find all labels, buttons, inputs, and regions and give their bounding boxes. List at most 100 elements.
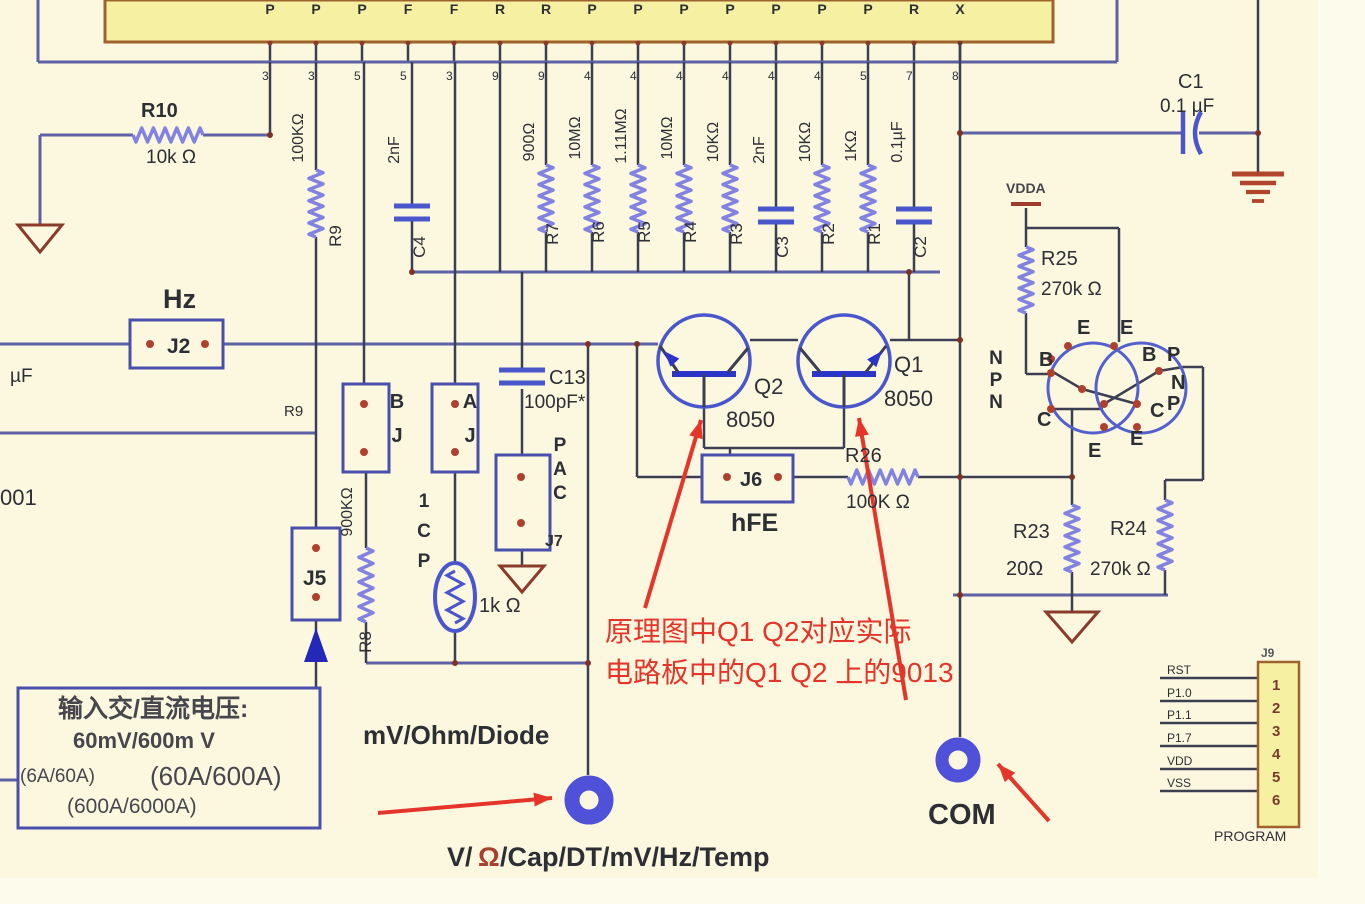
label-jumper-bj: J (391, 425, 402, 447)
note-line1: 输入交/直流电压: (58, 694, 248, 723)
des-r1: R1 (865, 223, 884, 245)
ic-pin-dot (313, 40, 319, 46)
value-c13: 100pF* (524, 392, 586, 413)
note-line4: (600A/6000A) (67, 795, 197, 818)
ground-r10 (14, 223, 66, 255)
ic-pin-dot (405, 40, 411, 46)
ic-pin-number: 3 (446, 69, 453, 83)
label-r24: R24 (1110, 518, 1147, 540)
value-r6: 10MΩ (567, 116, 584, 159)
label-r23: R23 (1013, 521, 1050, 543)
contact-dot (517, 519, 525, 527)
junction-dot (267, 132, 273, 138)
annotation-arrow-q2 (643, 419, 703, 609)
contact-dot (360, 400, 368, 408)
value-r9: 100KΩ (290, 113, 307, 162)
ic-pin-dot (267, 40, 273, 46)
des-r2: R2 (819, 223, 838, 245)
contact-dot (723, 473, 731, 481)
label-cap-function: A (553, 459, 567, 480)
ic-pin-number: 8 (952, 69, 959, 83)
des-r4: R4 (681, 221, 700, 243)
jumper-aj (430, 382, 480, 474)
j9-pin-number: 5 (1272, 769, 1280, 786)
des-r9: R9 (326, 225, 345, 247)
ic-pin-dot (497, 40, 503, 46)
contact-dot (1133, 423, 1141, 431)
note-line3b: (60A/600A) (150, 761, 282, 791)
resistor-r23 (1063, 503, 1081, 574)
capacitor-c1 (1192, 110, 1203, 156)
label-jumper-aj: A (463, 391, 477, 413)
value-r4: 10MΩ (659, 116, 676, 159)
des-c2: C2 (911, 236, 930, 258)
ic-pin-dot (589, 40, 595, 46)
resistor-r6 (583, 163, 601, 234)
label-pc1: P (418, 551, 431, 572)
ic-pin-dot (727, 40, 733, 46)
ground-j7 (496, 564, 548, 595)
label-j6: J6 (740, 469, 762, 491)
background-right-strip (1318, 0, 1365, 904)
value-c1: 0.1 µF (1160, 96, 1214, 117)
ic-pin-dot (543, 40, 549, 46)
contact-dot (1110, 342, 1118, 350)
contact-dot (146, 340, 154, 348)
j9-connector (1256, 660, 1301, 829)
ic-pin-number: 4 (584, 69, 591, 83)
socket-label-c2: C (1150, 400, 1164, 422)
ic-pin-number: 3 (262, 69, 269, 83)
socket-label-p1: P (1167, 344, 1180, 366)
ic-pin-dot (911, 40, 917, 46)
j9-net-label: P1.0 (1167, 686, 1192, 700)
junction-dot (585, 660, 591, 666)
label-vdda: VDDA (1006, 180, 1046, 196)
transistor-emitter-arrow (867, 351, 882, 368)
ic-pin-number: 9 (538, 69, 545, 83)
des-r8: R8 (356, 631, 375, 653)
j9-net-label: P1.7 (1167, 731, 1192, 745)
contact-dot (1100, 423, 1108, 431)
junction-dot (957, 592, 963, 598)
ic-pin-dot (819, 40, 825, 46)
label-program: PROGRAM (1214, 828, 1286, 844)
thermistor-pc1 (433, 561, 477, 633)
label-hfe: hFE (731, 509, 778, 537)
terminal-v-ohm (564, 775, 614, 825)
transistor-lead (726, 347, 750, 373)
des-r3: R3 (727, 223, 746, 245)
j9-pin-number: 2 (1272, 700, 1280, 717)
annotation-arrow-q1-head (855, 418, 869, 437)
label-j2: J2 (167, 335, 190, 358)
ic-pin-dot (451, 40, 457, 46)
annotation-arrow-com-head (998, 764, 1016, 783)
label-r10: R10 (141, 100, 178, 122)
ic-pin-number: 5 (860, 69, 867, 83)
socket-label-b2: B (1142, 344, 1156, 366)
transistor-emitter-arrow (664, 351, 680, 367)
ic-pin-letter: P (265, 1, 274, 17)
ic-pin-letter: P (771, 1, 780, 17)
ic-pin-number: 4 (768, 69, 775, 83)
ic-pin-letter: R (495, 1, 505, 17)
junction-dot (452, 660, 458, 666)
note-line2: 60mV/600m V (73, 728, 215, 753)
socket-label-b1: B (1039, 349, 1053, 371)
junction-dot (1255, 130, 1261, 136)
annotation-line2: 电路板中的Q1 Q2 上的9013 (605, 657, 954, 688)
label-npn: P (990, 370, 1003, 391)
resistor-r10 (131, 126, 205, 144)
resistor-r2 (813, 163, 831, 234)
resistor-r9 (307, 168, 325, 239)
des-r7: R7 (543, 223, 562, 245)
label-001-fragment: 001 (0, 485, 37, 510)
label-c1: C1 (1178, 71, 1204, 93)
resistor-r5 (629, 163, 647, 234)
des-r6: R6 (589, 221, 608, 243)
contact-dot (201, 340, 209, 348)
transistor-lead (798, 347, 822, 373)
ic-pin-letter: P (357, 1, 366, 17)
resistor-r4 (675, 163, 693, 234)
label-cap-function: P (554, 435, 567, 456)
jumper-j6-hfe (700, 453, 795, 504)
